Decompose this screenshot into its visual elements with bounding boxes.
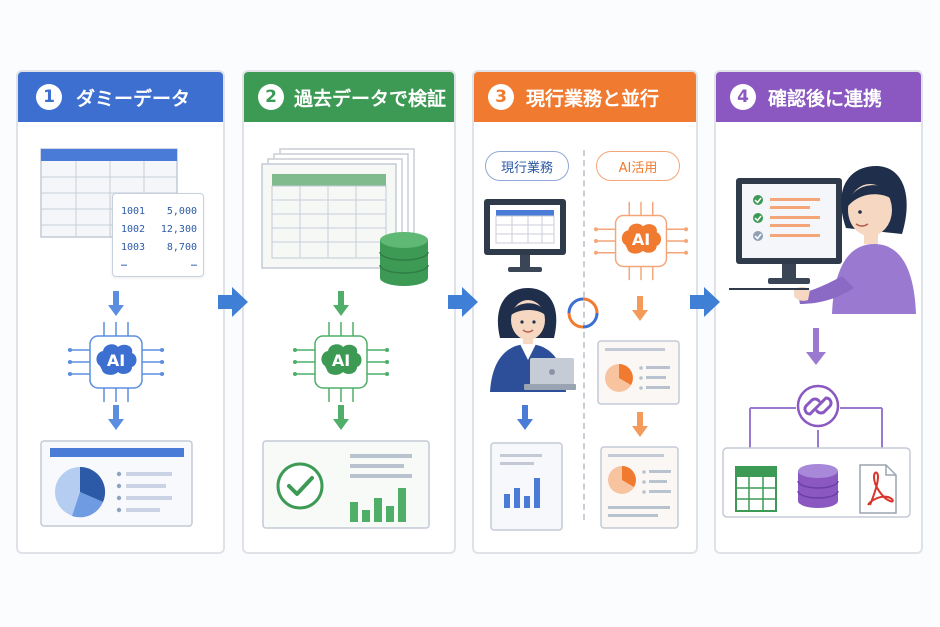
step-2-header: 2 過去データで検証: [244, 72, 454, 122]
flow-arrow-icon: [218, 287, 248, 317]
dummy-values-card: 1001 5,000 1002 12,300 1003 8,700 … …: [112, 193, 204, 277]
arrow-down-icon: [517, 405, 533, 430]
record-id: 1003: [121, 242, 146, 253]
sync-icon: [567, 297, 599, 329]
step-4-header: 4 確認後に連携: [716, 72, 921, 122]
ellipsis: …: [121, 258, 128, 269]
monitor-icon: [484, 199, 566, 272]
stacked-spreadsheets-icon: [261, 148, 429, 286]
ai-label: AI: [106, 351, 126, 370]
ai-use-label: AI活用: [596, 151, 680, 181]
step-title: 現行業務と並行: [526, 87, 660, 110]
flow-arrow-icon: [690, 287, 720, 317]
ai-chip-icon: [68, 322, 164, 402]
arrow-down-icon: [333, 291, 349, 316]
step-title: 過去データで検証: [294, 87, 447, 110]
link-icon: [796, 384, 840, 428]
current-work-label: 現行業務: [485, 151, 569, 181]
ai-label: AI: [331, 351, 351, 370]
connector-lines: [749, 407, 883, 450]
arrow-down-icon: [108, 405, 124, 430]
pie-report-icon: [600, 446, 679, 529]
report-icon: [40, 440, 193, 527]
record-value: 12,300: [160, 224, 197, 235]
desk-line: [729, 288, 809, 290]
step-3-header: 3 現行業務と並行: [474, 72, 696, 122]
arrow-down-icon: [333, 405, 349, 430]
arrow-down-icon: [632, 296, 648, 321]
person-with-laptop-icon: [490, 288, 576, 392]
verification-result-icon: [262, 440, 430, 529]
checklist-monitor-icon: [736, 178, 842, 284]
pie-report-icon: [597, 340, 680, 405]
person-reviewing-icon: [794, 166, 916, 314]
integration-targets-icon: [722, 447, 911, 518]
record-id: 1002: [121, 224, 146, 235]
step-number-badge: 2: [258, 84, 284, 110]
bar-report-icon: [490, 442, 563, 531]
flow-arrow-icon: [448, 287, 478, 317]
step-number-badge: 1: [36, 84, 62, 110]
step-title: ダミーデータ: [76, 87, 191, 110]
arrow-down-icon: [806, 328, 826, 365]
ai-label: AI: [631, 230, 651, 249]
step-number-badge: 3: [488, 84, 514, 110]
record-value: 8,700: [166, 242, 197, 253]
arrow-down-icon: [108, 291, 124, 316]
ai-chip-icon: [594, 201, 688, 281]
step-title: 確認後に連携: [768, 87, 883, 110]
record-value: 5,000: [166, 206, 197, 217]
ai-chip-icon: [293, 322, 389, 402]
step-number-badge: 4: [730, 84, 756, 110]
divider-line: [583, 150, 585, 520]
arrow-down-icon: [632, 412, 648, 437]
step-1-header: 1 ダミーデータ: [18, 72, 223, 122]
ellipsis: …: [190, 258, 197, 269]
record-id: 1001: [121, 206, 146, 217]
